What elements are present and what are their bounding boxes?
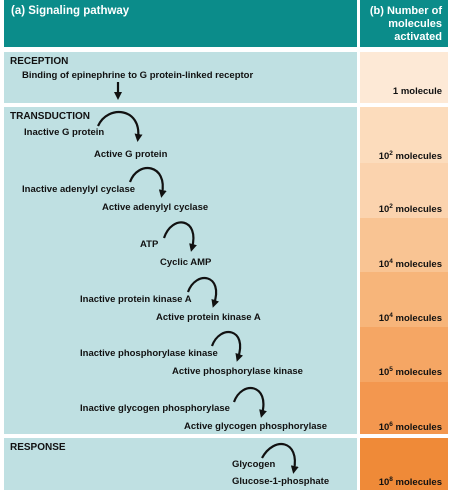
count-label-phosphorylase-kinase: 105 molecules	[378, 366, 442, 378]
count-cell-phosphorylase-kinase	[360, 327, 448, 382]
active-phosphorylase-kinase: Active phosphorylase kinase	[172, 366, 303, 377]
signaling-pathway-title: (a) Signaling pathway	[11, 5, 130, 17]
molecules-activated-header: (b) Number of molecules activated	[360, 0, 448, 47]
count-label-adenylyl-cyclase: 102 molecules	[378, 203, 442, 215]
inactive-g-protein: Inactive G protein	[24, 127, 105, 138]
cyclic-amp: Cyclic AMP	[160, 257, 212, 268]
count-label-g-protein: 102 molecules	[378, 150, 442, 162]
reception-label: RECEPTION	[10, 56, 69, 67]
count-cell-adenylyl-cyclase	[360, 163, 448, 218]
count-cell-glycogen-phosphorylase	[360, 382, 448, 434]
active-adenylyl-cyclase: Active adenylyl cyclase	[102, 202, 209, 213]
active-protein-kinase-a: Active protein kinase A	[156, 312, 261, 323]
molecules-header-line-2: molecules	[388, 18, 442, 30]
atp: ATP	[140, 239, 159, 250]
transduction-label: TRANSDUCTION	[10, 111, 90, 122]
glycogen: Glycogen	[232, 459, 276, 470]
count-cell-cyclic-amp	[360, 218, 448, 272]
glucose-1-phosphate: Glucose-1-phosphate	[232, 476, 330, 487]
inactive-adenylyl-cyclase: Inactive adenylyl cyclase	[22, 184, 136, 195]
inactive-protein-kinase-a: Inactive protein kinase A	[80, 294, 192, 305]
reception-panel	[4, 52, 357, 103]
count-cell-g-protein	[360, 107, 448, 163]
active-glycogen-phosphorylase: Active glycogen phosphorylase	[184, 421, 328, 432]
signaling-pathway-header: (a) Signaling pathway	[4, 0, 357, 47]
count-label-glucose-1-phosphate: 108 molecules	[378, 476, 442, 488]
count-label-cyclic-amp: 104 molecules	[378, 258, 442, 270]
count-cell-reception	[360, 52, 448, 103]
binding-step: Binding of epinephrine to G protein-link…	[22, 70, 254, 81]
count-label-protein-kinase-a: 104 molecules	[378, 312, 442, 324]
inactive-phosphorylase-kinase: Inactive phosphorylase kinase	[80, 348, 218, 359]
count-label-reception: 1 molecule	[392, 86, 442, 97]
response-panel	[4, 438, 357, 490]
inactive-glycogen-phosphorylase: Inactive glycogen phosphorylase	[80, 403, 230, 414]
count-cell-protein-kinase-a	[360, 272, 448, 327]
molecules-header-line-3: activated	[394, 31, 442, 43]
count-cell-glucose-1-phosphate	[360, 438, 448, 490]
molecules-header-line-1: (b) Number of	[369, 5, 442, 17]
transduction-panel	[4, 107, 357, 434]
response-label: RESPONSE	[10, 442, 66, 453]
count-label-glycogen-phosphorylase: 106 molecules	[378, 421, 442, 433]
active-g-protein: Active G protein	[94, 149, 168, 160]
